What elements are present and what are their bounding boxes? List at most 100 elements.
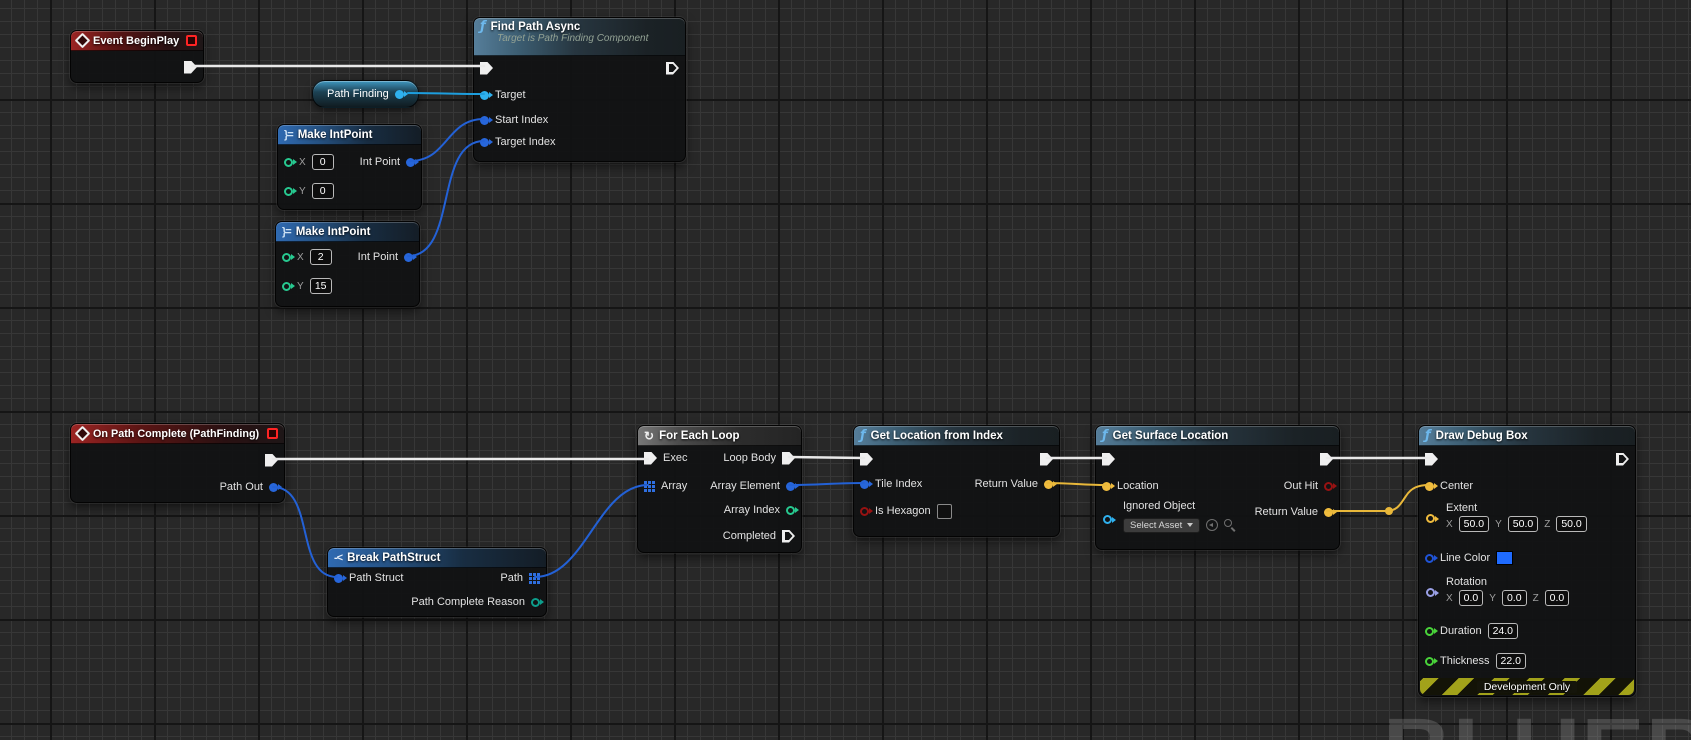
y-value-input[interactable]: 15 [309, 278, 332, 294]
pin-label: Thickness [1440, 655, 1490, 667]
target-index-pin[interactable] [480, 137, 489, 147]
exec-out-pin[interactable] [666, 61, 679, 75]
pin-label: Return Value [1254, 506, 1318, 518]
pin-label: Path Out [219, 481, 263, 493]
exec-out-pin[interactable] [265, 453, 278, 467]
pin-label: X [299, 156, 306, 168]
node-header: ƒ Get Surface Location [1096, 426, 1339, 446]
node-for-each-loop[interactable]: ↻ For Each Loop Exec Loop Body Array Arr… [637, 425, 802, 553]
rotation-x-input[interactable]: 0.0 [1458, 590, 1484, 606]
exec-out-pin[interactable] [1040, 452, 1053, 466]
pin-label: Start Index [495, 114, 549, 126]
line-color-pin[interactable] [1425, 553, 1434, 563]
path-struct-pin[interactable] [334, 573, 343, 583]
axis-label-z: Z [1532, 592, 1539, 604]
return-value-pin[interactable] [1044, 479, 1053, 489]
delegate-pin[interactable] [267, 428, 278, 439]
thickness-pin[interactable] [1425, 656, 1434, 666]
node-title: Get Surface Location [1112, 429, 1229, 442]
rotation-pin[interactable] [1426, 588, 1435, 597]
array-element-out-pin[interactable] [786, 481, 795, 491]
exec-out-pin[interactable] [184, 60, 197, 74]
exec-out-pin[interactable] [1320, 452, 1333, 466]
y-pin[interactable] [284, 186, 293, 196]
array-index-out-pin[interactable] [786, 505, 795, 515]
exec-out-pin[interactable] [1616, 452, 1629, 466]
pin-label: Tile Index [875, 478, 923, 490]
y-pin[interactable] [282, 281, 291, 291]
node-title: Make IntPoint [295, 225, 371, 238]
extent-pin[interactable] [1426, 514, 1435, 523]
center-pin[interactable] [1425, 481, 1434, 491]
function-icon: ƒ [1425, 428, 1431, 443]
node-title: Event BeginPlay [93, 34, 180, 47]
out-hit-pin[interactable] [1324, 481, 1333, 491]
target-pin[interactable] [480, 90, 489, 100]
is-hexagon-pin[interactable] [860, 506, 869, 516]
exec-in-pin[interactable] [1425, 452, 1438, 466]
node-find-path-async[interactable]: ƒ Find Path Async Target is Path Finding… [473, 17, 686, 162]
use-selected-asset-icon[interactable] [1206, 519, 1219, 531]
y-value-input[interactable]: 0 [311, 183, 334, 199]
duration-input[interactable]: 24.0 [1487, 623, 1519, 639]
thickness-input[interactable]: 22.0 [1495, 653, 1526, 669]
return-value-pin[interactable] [1324, 507, 1333, 517]
ignored-object-pin[interactable] [1103, 515, 1112, 524]
pin-label: Line Color [1440, 552, 1491, 564]
extent-y-input[interactable]: 50.0 [1507, 516, 1539, 532]
node-header: Event BeginPlay [71, 31, 203, 51]
path-finding-out-pin[interactable] [394, 89, 404, 99]
rotation-z-input[interactable]: 0.0 [1544, 590, 1570, 606]
pin-label: Y [297, 280, 304, 292]
select-asset-dropdown[interactable]: Select Asset [1123, 517, 1201, 533]
extent-z-input[interactable]: 50.0 [1556, 516, 1587, 532]
int-point-out-pin[interactable] [404, 252, 413, 262]
exec-in-pin[interactable] [480, 61, 493, 75]
path-complete-reason-pin[interactable] [531, 597, 540, 607]
browse-asset-icon[interactable] [1224, 519, 1236, 531]
pin-label: Exec [663, 452, 688, 464]
array-in-pin[interactable] [644, 480, 655, 492]
x-pin[interactable] [284, 157, 293, 167]
chevron-down-icon [1187, 523, 1194, 527]
duration-pin[interactable] [1425, 626, 1434, 636]
exec-in-pin[interactable] [860, 452, 873, 466]
completed-out-pin[interactable] [782, 529, 795, 543]
x-value-input[interactable]: 0 [311, 154, 334, 170]
path-array-out-pin[interactable] [529, 572, 540, 584]
node-header: On Path Complete (PathFinding) [71, 424, 284, 444]
pin-label: Duration [1440, 625, 1482, 637]
node-header: ƒ Draw Debug Box [1419, 426, 1635, 446]
pin-label: Path Struct [349, 572, 404, 584]
vector-wire [1326, 484, 1430, 512]
start-index-pin[interactable] [480, 115, 489, 125]
loop-body-out-pin[interactable] [782, 451, 795, 465]
location-pin[interactable] [1102, 481, 1111, 491]
node-event-beginplay[interactable]: Event BeginPlay [70, 30, 204, 83]
int-point-out-pin[interactable] [406, 157, 415, 167]
x-pin[interactable] [282, 252, 291, 262]
node-subtitle: Target is Path Finding Component [497, 33, 649, 44]
tile-index-pin[interactable] [860, 479, 869, 489]
exec-in-pin[interactable] [1102, 452, 1115, 466]
pin-label: Rotation [1446, 576, 1487, 588]
exec-in-pin[interactable] [644, 451, 657, 465]
rotation-y-input[interactable]: 0.0 [1501, 590, 1527, 606]
x-value-input[interactable]: 2 [309, 249, 332, 265]
extent-x-input[interactable]: 50.0 [1458, 516, 1490, 532]
node-path-finding-getter[interactable]: Path Finding [312, 80, 419, 108]
node-break-pathstruct[interactable]: -< Break PathStruct Path Struct Path Pat… [327, 547, 547, 617]
is-hexagon-checkbox[interactable] [936, 503, 952, 519]
delegate-pin[interactable] [186, 35, 197, 46]
node-on-path-complete[interactable]: On Path Complete (PathFinding) Path Out [70, 423, 285, 503]
line-color-swatch[interactable] [1496, 551, 1514, 565]
pin-label: Is Hexagon [875, 505, 931, 517]
pin-label: Completed [722, 530, 776, 542]
path-out-pin[interactable] [269, 482, 278, 492]
node-get-surface-location[interactable]: ƒ Get Surface Location Location Out Hit … [1095, 425, 1340, 550]
node-get-location-from-index[interactable]: ƒ Get Location from Index Tile Index Ret… [853, 425, 1060, 537]
